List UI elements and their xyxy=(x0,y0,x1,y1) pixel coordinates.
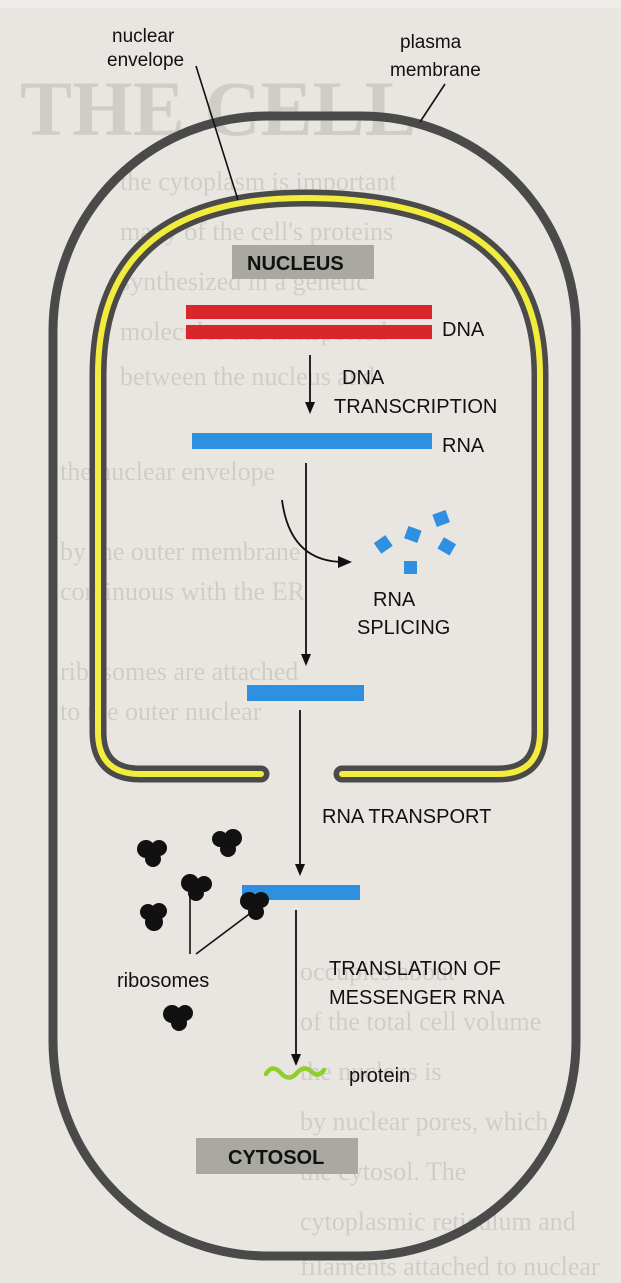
translation-arrow xyxy=(291,910,301,1066)
ribosome xyxy=(181,874,212,901)
label-translation-2: MESSENGER RNA xyxy=(329,987,505,1009)
transport-arrow xyxy=(295,710,305,876)
ribosome xyxy=(212,829,242,857)
dna-strand-top xyxy=(186,305,432,319)
svg-text:the cytoplasm is important: the cytoplasm is important xyxy=(120,167,397,196)
plasma-membrane-pointer xyxy=(420,84,445,122)
label-rna-splicing-1: RNA xyxy=(373,589,416,611)
ribosome xyxy=(140,903,167,931)
svg-text:between the nucleus and: between the nucleus and xyxy=(120,362,375,391)
label-rna-transport: RNA TRANSPORT xyxy=(322,806,491,828)
ribosomes xyxy=(137,829,269,1031)
label-envelope: envelope xyxy=(107,50,184,71)
label-dna: DNA xyxy=(442,319,485,341)
ribosome xyxy=(137,840,167,867)
label-nucleus: NUCLEUS xyxy=(247,253,344,275)
rna-mature-nuclear xyxy=(247,685,364,701)
label-ribosomes: ribosomes xyxy=(117,970,209,992)
label-rna: RNA xyxy=(442,435,485,457)
label-protein: protein xyxy=(349,1065,410,1087)
label-cytosol: CYTOSOL xyxy=(228,1147,324,1169)
label-nuclear: nuclear xyxy=(112,26,175,47)
label-plasma: plasma xyxy=(400,32,462,53)
label-membrane: membrane xyxy=(390,60,481,81)
svg-text:of the total cell volume: of the total cell volume xyxy=(300,1007,541,1036)
excised-intron-fragments xyxy=(374,510,456,574)
rna-primary-transcript xyxy=(192,433,432,449)
svg-text:cytoplasmic reticulum and: cytoplasmic reticulum and xyxy=(300,1207,576,1236)
svg-text:by nuclear pores, which: by nuclear pores, which xyxy=(300,1107,548,1136)
ribosome xyxy=(240,892,269,920)
label-rna-splicing-2: SPLICING xyxy=(357,617,450,639)
label-translation-1: TRANSLATION OF xyxy=(329,958,501,980)
label-dna-transcription-1: DNA xyxy=(342,367,385,389)
dna-strand-bottom xyxy=(186,325,432,339)
ribosome xyxy=(163,1005,193,1031)
label-dna-transcription-2: TRANSCRIPTION xyxy=(334,396,497,418)
